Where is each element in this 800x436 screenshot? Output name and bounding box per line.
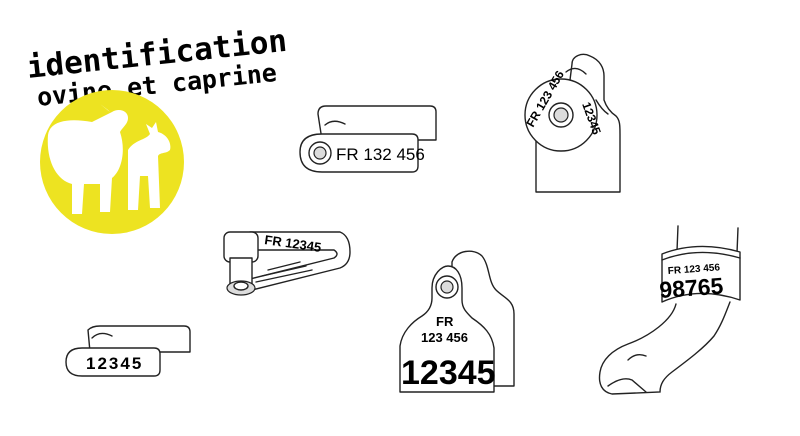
sheep-goat-silhouette-icon <box>47 104 171 214</box>
flag-tag-short-number: 12345 <box>86 354 143 373</box>
round-button-tag: FR 123 456 12345 <box>523 53 621 193</box>
ear-tag-country: FR <box>436 314 454 329</box>
ear-tag-number: 12345 <box>401 354 496 392</box>
flag-tag-number: FR 132 456 <box>336 145 425 164</box>
logo: identification ovine et caprine <box>25 23 289 234</box>
leg-band: FR 123 456 98765 <box>598 225 741 395</box>
ear-tag-id: 123 456 <box>421 330 468 345</box>
leg-band-number: 98765 <box>659 273 725 303</box>
clip-tag: FR 12345 <box>223 231 351 296</box>
flag-tag-fr132456: FR 132 456 <box>299 105 437 173</box>
large-ear-tag: FR 123 456 12345 <box>399 250 515 393</box>
flag-tag-12345: 12345 <box>65 325 191 377</box>
leg-band-id: FR 123 456 <box>667 262 720 277</box>
